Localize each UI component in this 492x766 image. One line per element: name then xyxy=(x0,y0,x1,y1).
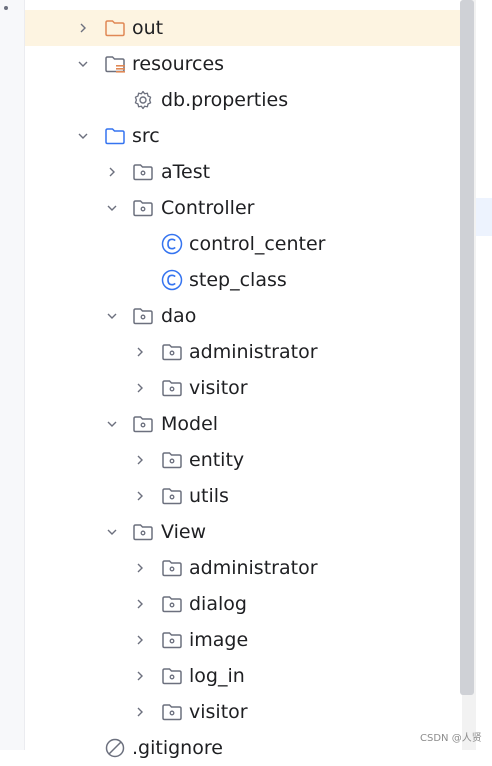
package-icon xyxy=(161,485,183,507)
tree-row-atest[interactable]: aTest xyxy=(25,154,462,190)
tree-label: control_center xyxy=(189,233,326,255)
package-icon xyxy=(132,161,154,183)
folder-orange-icon xyxy=(104,17,126,39)
package-icon xyxy=(132,413,154,435)
package-icon xyxy=(161,665,183,687)
scrollbar-thumb[interactable] xyxy=(460,0,474,695)
tree-row-out[interactable]: out xyxy=(25,10,462,46)
folder-blue-icon xyxy=(104,125,126,147)
tree-row-view[interactable]: View xyxy=(25,514,462,550)
tree-label: log_in xyxy=(189,665,245,687)
tree-label: visitor xyxy=(189,701,248,723)
chevron-down-icon[interactable] xyxy=(103,415,121,433)
chevron-down-icon[interactable] xyxy=(74,55,92,73)
class-icon xyxy=(161,269,183,291)
editor-gutter xyxy=(0,0,25,750)
tree-row-control-center[interactable]: control_center xyxy=(25,226,462,262)
tree-label: View xyxy=(161,521,207,543)
tree-row-controller[interactable]: Controller xyxy=(25,190,462,226)
tree-row-entity[interactable]: entity xyxy=(25,442,462,478)
tree-row-dao-administrator[interactable]: administrator xyxy=(25,334,462,370)
chevron-right-icon[interactable] xyxy=(131,379,149,397)
package-icon xyxy=(161,557,183,579)
chevron-down-icon[interactable] xyxy=(103,307,121,325)
tree-label: aTest xyxy=(161,161,211,183)
chevron-right-icon[interactable] xyxy=(131,487,149,505)
ignored-file-icon xyxy=(104,737,126,759)
class-icon xyxy=(161,233,183,255)
tree-label: utils xyxy=(189,485,229,507)
tree-label: entity xyxy=(189,449,245,471)
editor-edge xyxy=(476,0,492,750)
chevron-right-icon[interactable] xyxy=(131,595,149,613)
gear-icon xyxy=(132,89,154,111)
chevron-right-icon[interactable] xyxy=(74,19,92,37)
tree-row-dialog[interactable]: dialog xyxy=(25,586,462,622)
tree-label: db.properties xyxy=(161,89,289,111)
tree-row-resources[interactable]: resources xyxy=(25,46,462,82)
tree-label: Controller xyxy=(161,197,255,219)
tree-label: resources xyxy=(132,53,225,75)
tree-label: src xyxy=(132,125,160,147)
tree-label: administrator xyxy=(189,557,318,579)
package-icon xyxy=(161,593,183,615)
package-icon xyxy=(161,449,183,471)
chevron-right-icon[interactable] xyxy=(131,451,149,469)
tree-label: Model xyxy=(161,413,219,435)
project-tree: out resources db.properties src xyxy=(25,10,462,766)
tree-row-src[interactable]: src xyxy=(25,118,462,154)
chevron-down-icon[interactable] xyxy=(103,199,121,217)
chevron-right-icon[interactable] xyxy=(131,631,149,649)
chevron-down-icon[interactable] xyxy=(103,523,121,541)
tree-row-image[interactable]: image xyxy=(25,622,462,658)
package-icon xyxy=(161,629,183,651)
tree-row-step-class[interactable]: step_class xyxy=(25,262,462,298)
tree-label: administrator xyxy=(189,341,318,363)
package-icon xyxy=(132,305,154,327)
chevron-right-icon[interactable] xyxy=(131,703,149,721)
tree-row-dao[interactable]: dao xyxy=(25,298,462,334)
tree-row-view-visitor[interactable]: visitor xyxy=(25,694,462,730)
editor-line-highlight xyxy=(476,198,492,236)
watermark: CSDN @人贤 xyxy=(420,733,482,744)
tree-label: image xyxy=(189,629,249,651)
package-icon xyxy=(161,701,183,723)
package-icon xyxy=(161,377,183,399)
package-icon xyxy=(161,341,183,363)
chevron-right-icon[interactable] xyxy=(103,163,121,181)
chevron-right-icon[interactable] xyxy=(131,559,149,577)
tree-label: out xyxy=(132,17,164,39)
tree-label: step_class xyxy=(189,269,287,291)
chevron-right-icon[interactable] xyxy=(131,667,149,685)
chevron-down-icon[interactable] xyxy=(74,127,92,145)
tree-row-gitignore[interactable]: .gitignore xyxy=(25,730,462,766)
resources-folder-icon xyxy=(104,53,126,75)
tree-row-log-in[interactable]: log_in xyxy=(25,658,462,694)
tree-row-db-properties[interactable]: db.properties xyxy=(25,82,462,118)
tree-row-utils[interactable]: utils xyxy=(25,478,462,514)
package-icon xyxy=(132,521,154,543)
package-icon xyxy=(132,197,154,219)
tree-label: dao xyxy=(161,305,197,327)
tree-row-view-administrator[interactable]: administrator xyxy=(25,550,462,586)
tree-label: visitor xyxy=(189,377,248,399)
tree-row-model[interactable]: Model xyxy=(25,406,462,442)
tree-row-dao-visitor[interactable]: visitor xyxy=(25,370,462,406)
gutter-marker xyxy=(4,6,8,10)
tree-label: .gitignore xyxy=(132,737,223,759)
chevron-right-icon[interactable] xyxy=(131,343,149,361)
tree-label: dialog xyxy=(189,593,247,615)
